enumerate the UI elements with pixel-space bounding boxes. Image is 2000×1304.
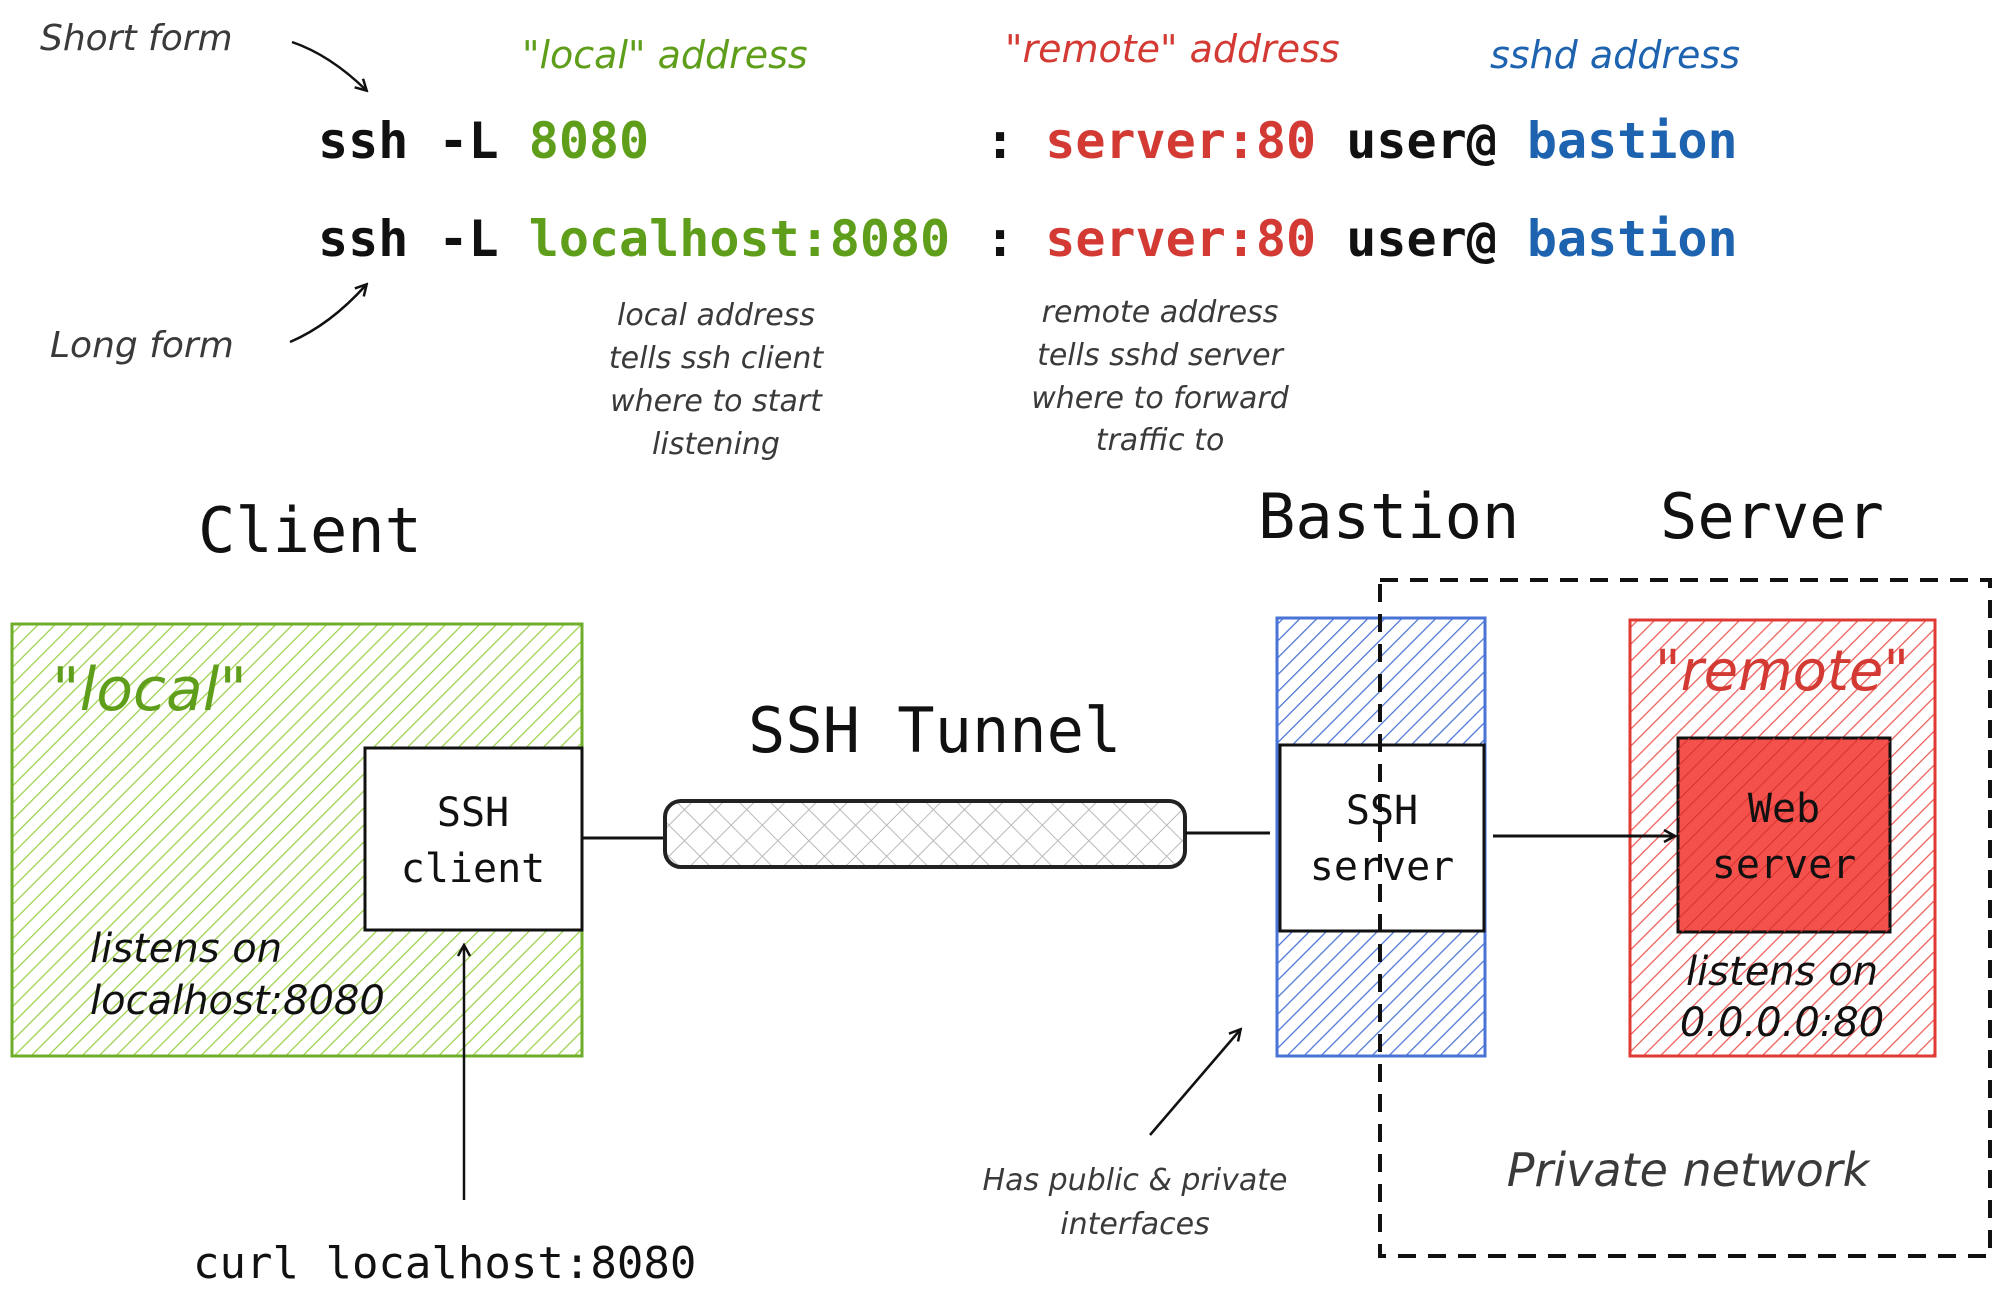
ssh-tunnel-label: SSH Tunnel	[748, 694, 1121, 767]
server-listen-address: 0.0.0.0:80	[1680, 1000, 1884, 1046]
sshd-address-heading: sshd address	[1490, 33, 1740, 77]
long-form-label: Long form	[50, 325, 234, 366]
private-network-boundary	[1378, 578, 1992, 1258]
remote-address-heading: "remote" address	[1005, 27, 1340, 71]
ssh-tunnel-pipe	[663, 799, 1187, 869]
client-listen-address: localhost:8080	[90, 978, 385, 1024]
local-address-heading: "local" address	[522, 33, 808, 77]
local-address-note: local address tells ssh client where to …	[609, 298, 825, 462]
cmd-colon: :	[985, 210, 1015, 268]
cmd-local-port: 8080	[529, 112, 649, 170]
ssh-client-box	[363, 746, 584, 932]
remote-note-line: traffic to	[1096, 423, 1225, 458]
web-server-label: Web	[1748, 786, 1820, 832]
bastion-note-line: interfaces	[1060, 1207, 1209, 1242]
local-zone-label: "local"	[52, 655, 247, 725]
bastion-note-line: Has public & private	[983, 1163, 1288, 1198]
cmd-remote-address: server:80	[1045, 210, 1316, 268]
remote-note-line: remote address	[1042, 295, 1279, 330]
cmd-remote-address: server:80	[1045, 112, 1316, 170]
web-server-label: server	[1712, 842, 1857, 888]
short-form-label: Short form	[40, 18, 233, 59]
remote-address-note: remote address tells sshd server where t…	[1031, 295, 1289, 458]
bastion-note-arrow	[1149, 1030, 1240, 1136]
cmd-colon: :	[985, 112, 1015, 170]
client-title: Client	[198, 494, 422, 567]
ssh-client-label: client	[401, 846, 546, 892]
web-server-hatch	[1678, 738, 1890, 932]
short-form-command: ssh -L 8080 : server:80 user@ bastion	[318, 112, 1738, 170]
cmd-host: bastion	[1527, 210, 1738, 268]
cmd-prefix: ssh -L	[318, 210, 529, 268]
cmd-host: bastion	[1527, 112, 1738, 170]
cmd-user: user@	[1346, 112, 1497, 170]
long-form-command: ssh -L localhost:8080 : server:80 user@ …	[318, 210, 1738, 268]
curl-command: curl localhost:8080	[193, 1238, 696, 1289]
remote-note-line: where to forward	[1031, 381, 1289, 416]
ssh-client-label: SSH	[437, 790, 509, 836]
cmd-user: user@	[1346, 210, 1497, 268]
server-listen-line: listens on	[1686, 949, 1878, 995]
remote-zone-label: "remote"	[1655, 639, 1909, 704]
long-form-arrow	[289, 285, 366, 344]
server-title: Server	[1660, 480, 1884, 553]
client-listen-line: listens on	[90, 926, 282, 972]
short-form-arrow	[291, 40, 366, 90]
cmd-local-address: localhost:8080	[529, 210, 950, 268]
bastion-title: Bastion	[1258, 480, 1519, 553]
local-note-line: where to start	[610, 384, 823, 419]
local-note-line: local address	[617, 298, 815, 333]
local-note-line: tells ssh client	[609, 341, 825, 376]
cmd-prefix: ssh -L	[318, 112, 529, 170]
private-network-label: Private network	[1507, 1143, 1872, 1197]
local-note-line: listening	[652, 427, 780, 462]
remote-note-line: tells sshd server	[1037, 338, 1285, 373]
